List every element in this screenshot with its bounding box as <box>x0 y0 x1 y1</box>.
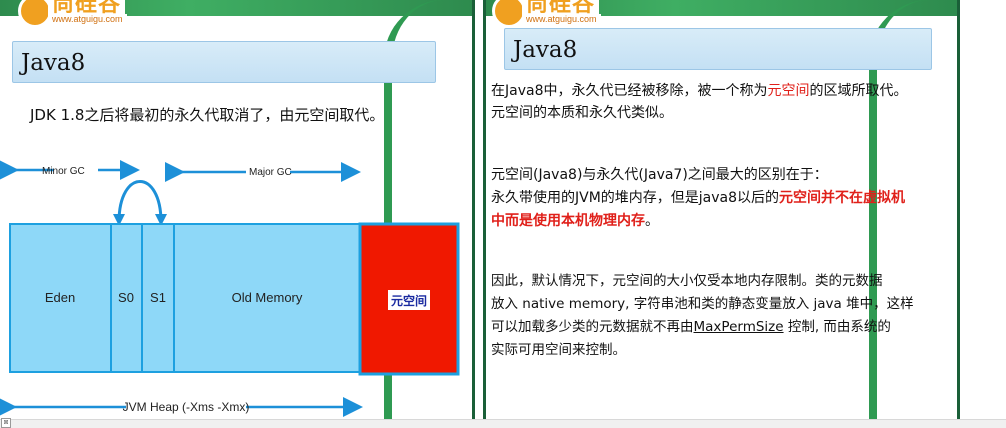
paragraph-3-line-3: 可以加载多少类的元数据就不再由MaxPermSize 控制, 而由系统的 <box>491 316 953 339</box>
s0-block <box>110 223 143 373</box>
resize-icon[interactable]: ⊠ <box>1 418 11 428</box>
p2-highlight-b: 中而是使用本机物理内存 <box>491 213 645 229</box>
paragraph-2: 元空间(Java8)与永久代(Java7)之间最大的区别在于： 永久带使用的JV… <box>491 164 951 233</box>
paragraph-2-line-2: 永久带使用的JVM的堆内存，但是java8以后的元空间并不在虚拟机 <box>491 187 951 210</box>
p3-text-b: 控制, 而由系统的 <box>783 319 891 335</box>
paragraph-1: 在Java8中，永久代已经被移除，被一个称为元空间的区域所取代。 元空间的本质和… <box>491 80 951 124</box>
minor-gc-arrow: Minor GC <box>0 160 140 180</box>
logo-circle-icon <box>492 0 526 28</box>
paragraph-1-line-1: 在Java8中，永久代已经被移除，被一个称为元空间的区域所取代。 <box>491 80 951 102</box>
old-memory-label: Old Memory <box>232 290 303 305</box>
old-memory-block <box>173 223 361 373</box>
s1-label: S1 <box>150 290 166 305</box>
p1-highlight: 元空间 <box>767 83 810 99</box>
minor-gc-label: Minor GC <box>42 166 85 177</box>
p3-text-a: 可以加载多少类的元数据就不再由 <box>491 319 694 335</box>
swap-arrowhead-right <box>155 214 167 226</box>
p1-text-b: 的区域所取代。 <box>809 83 908 99</box>
logo-text: 尚硅谷 <box>48 0 126 15</box>
paragraph-3-line-1: 因此，默认情况下，元空间的大小仅受本地内存限制。类的元数据 <box>491 273 883 289</box>
bottom-status-bar <box>0 419 1006 428</box>
decorative-curve <box>384 0 472 420</box>
jvm-memory-diagram: Minor GC Major GC Eden S0 S1 Old Memory … <box>0 160 460 417</box>
s0-label: S0 <box>118 290 134 305</box>
paragraph-3-line-4: 实际可用空间来控制。 <box>491 342 626 358</box>
metaspace-label: 元空间 <box>391 293 427 308</box>
eden-block <box>9 223 112 373</box>
metaspace-label-bg <box>388 290 430 310</box>
jvm-heap-arrow: JVM Heap (-Xms -Xmx) <box>0 397 363 417</box>
paragraph-3-line-2: 放入 native memory, 字符串池和类的静态变量放入 java 堆中，… <box>491 296 914 312</box>
slide-subtitle: JDK 1.8之后将最初的永久代取消了，由元空间取代。 <box>30 106 385 124</box>
right-slide: 尚硅谷 www.atguigu.com Java8 在Java8中，永久代已经被… <box>483 0 960 420</box>
logo-text: 尚硅谷 <box>522 0 600 15</box>
paragraph-2-line-1: 元空间(Java8)与永久代(Java7)之间最大的区别在于： <box>491 167 828 183</box>
p2-text-b: 。 <box>645 213 659 229</box>
s1-block <box>141 223 175 373</box>
logo-url: www.atguigu.com <box>48 14 127 24</box>
decorative-curve <box>869 0 957 420</box>
slide-title: Java8 <box>504 28 932 70</box>
major-gc-arrow: Major GC <box>165 162 361 182</box>
logo-url: www.atguigu.com <box>522 14 601 24</box>
paragraph-2-line-3: 中而是使用本机物理内存。 <box>491 210 951 233</box>
major-gc-label: Major GC <box>249 167 292 178</box>
p2-highlight-a: 元空间并不在虚拟机 <box>779 190 906 206</box>
paragraph-1-line-2: 元空间的本质和永久代类似。 <box>491 105 673 121</box>
logo: 尚硅谷 www.atguigu.com <box>492 0 612 28</box>
header-bar <box>486 0 957 16</box>
left-slide: 尚硅谷 www.atguigu.com Java8 JDK 1.8之后将最初的永… <box>0 0 475 420</box>
slide-title: Java8 <box>12 41 436 83</box>
paragraph-3: 因此，默认情况下，元空间的大小仅受本地内存限制。类的元数据 放入 native … <box>491 270 953 362</box>
swap-arrowhead-left <box>113 214 125 226</box>
survivor-swap-arrow <box>117 180 163 223</box>
jvm-heap-label: JVM Heap (-Xms -Xmx) <box>123 400 250 414</box>
p2-text-a: 永久带使用的JVM的堆内存，但是java8以后的 <box>491 190 780 206</box>
maxpermsize-term: MaxPermSize <box>693 319 784 335</box>
logo: 尚硅谷 www.atguigu.com <box>18 0 138 28</box>
eden-label: Eden <box>45 290 75 305</box>
p1-text-a: 在Java8中，永久代已经被移除，被一个称为 <box>491 83 768 99</box>
